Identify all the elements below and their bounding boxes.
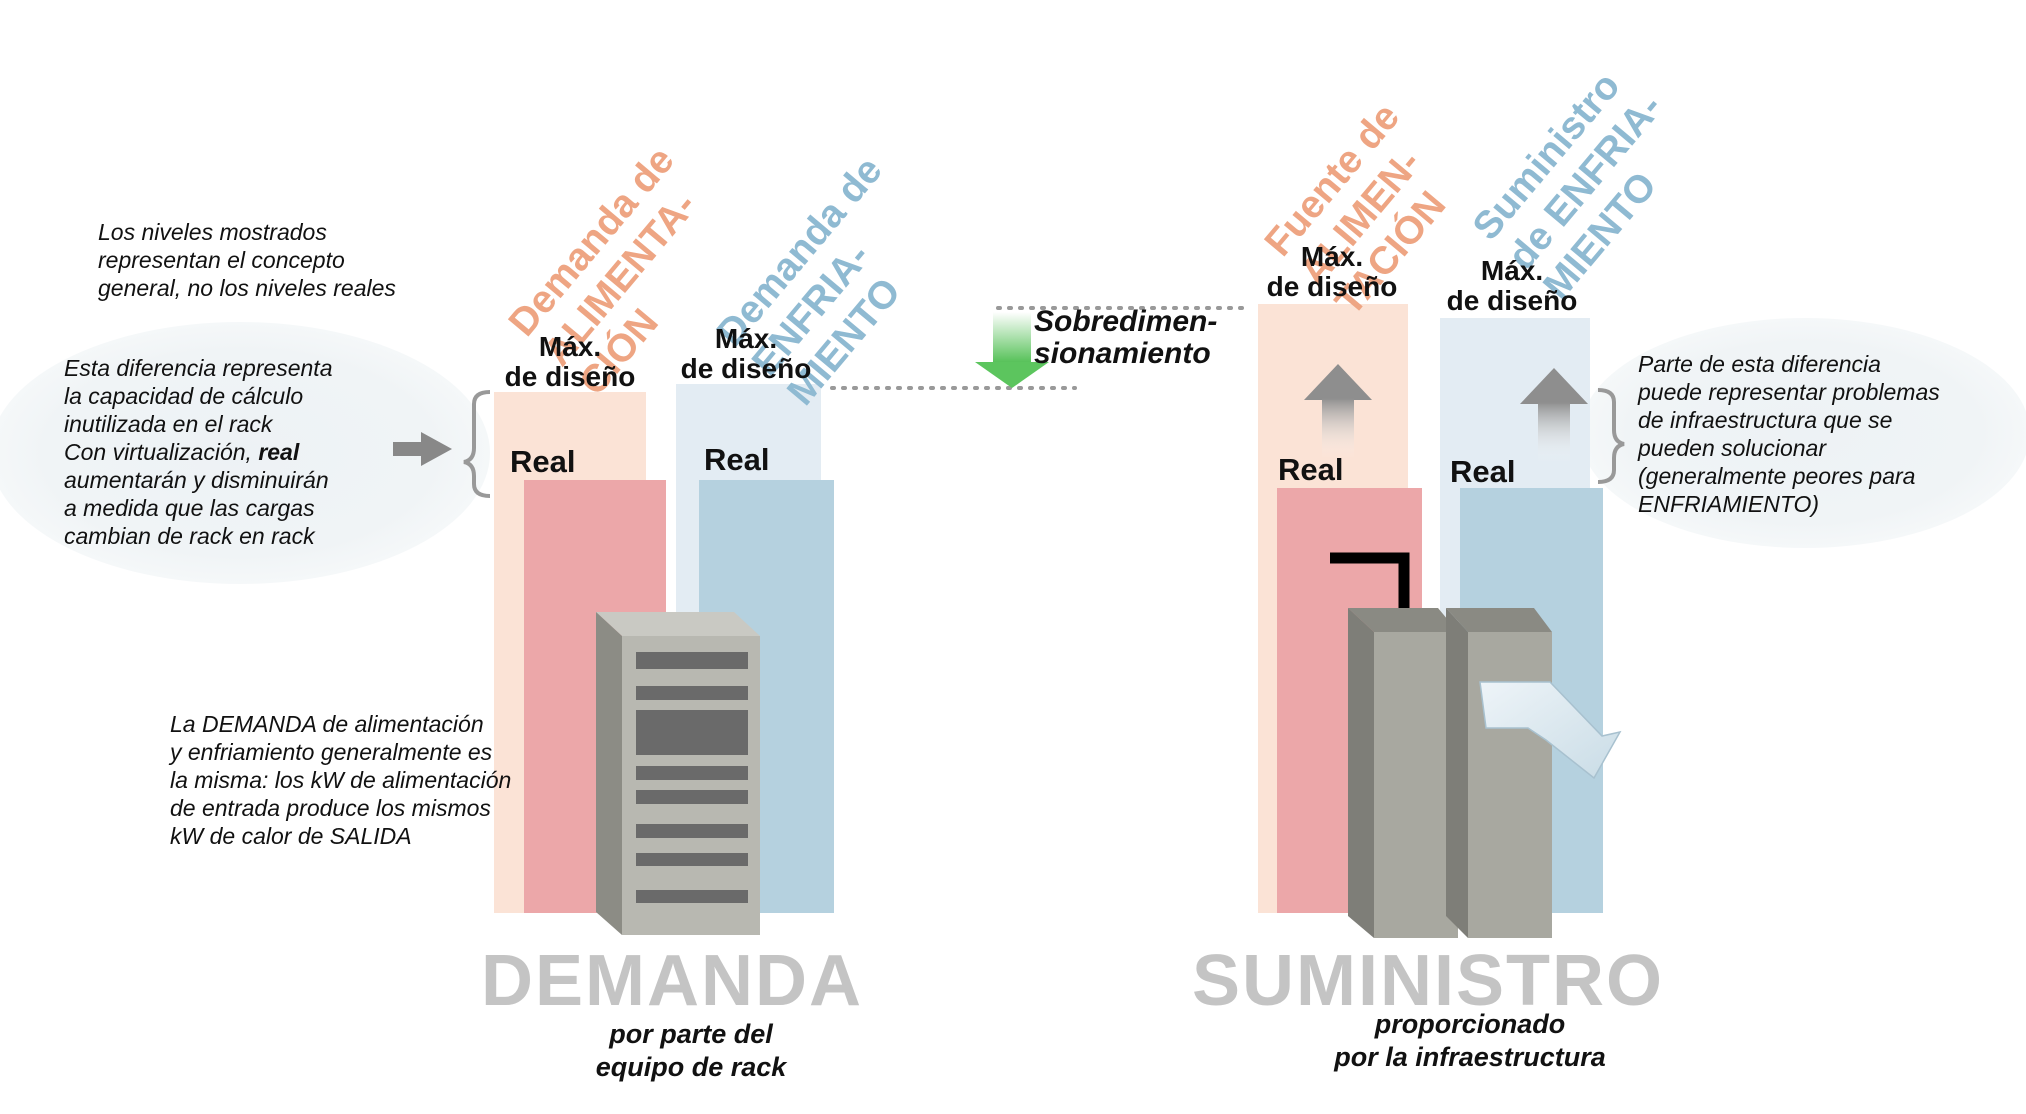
server-rack-icon bbox=[596, 612, 760, 935]
left-brace bbox=[463, 390, 491, 498]
supply-equipment-icon bbox=[1330, 552, 1552, 938]
infrastructure-note: Parte de esta diferencia puede represent… bbox=[1638, 351, 1940, 517]
difference-note-bold: real bbox=[258, 439, 300, 465]
demand-note: La DEMANDA de alimentación y enfriamient… bbox=[170, 711, 512, 849]
power-demand-real-label: Real bbox=[510, 444, 576, 479]
oversizing-label: Sobredimen- sionamiento bbox=[1034, 305, 1218, 370]
power-supply-real-label: Real bbox=[1278, 452, 1344, 487]
oversizing-dotted-lines bbox=[830, 306, 1252, 390]
cooling-outflow-arrow-icon bbox=[1479, 681, 1622, 780]
levels-note: Los niveles mostrados representan el con… bbox=[98, 219, 396, 301]
power-demand-max-label: Máx. de diseño bbox=[504, 331, 636, 392]
pointing-arrow-icon bbox=[393, 432, 452, 466]
difference-note: Esta diferencia representa la capacidad … bbox=[64, 354, 333, 550]
demand-subtitle: por parte del equipo de rack bbox=[595, 1019, 787, 1082]
difference-note-end: aumentarán y disminuirán a medida que la… bbox=[64, 467, 329, 549]
cooling-supply-max-label: Máx. de diseño bbox=[1446, 255, 1578, 316]
cooling-demand-max-label: Máx. de diseño bbox=[680, 323, 812, 384]
cooling-demand-real-label: Real bbox=[704, 442, 770, 477]
supply-title: SUMINISTRO bbox=[1192, 941, 1665, 1021]
oversizing-down-arrow bbox=[975, 312, 1049, 388]
demand-title: DEMANDA bbox=[481, 941, 863, 1021]
supply-subtitle: proporcionado por la infraestructura bbox=[1334, 1009, 1606, 1072]
right-brace bbox=[1597, 388, 1625, 484]
cooling-supply-real-label: Real bbox=[1450, 454, 1516, 489]
difference-note-start: Esta diferencia representa la capacidad … bbox=[64, 355, 333, 465]
cooling-up-arrow-icon bbox=[1520, 368, 1588, 462]
power-supply-max-label: Máx. de diseño bbox=[1266, 241, 1398, 302]
right-callout-oval bbox=[1580, 318, 2026, 548]
power-up-arrow-icon bbox=[1304, 364, 1372, 458]
